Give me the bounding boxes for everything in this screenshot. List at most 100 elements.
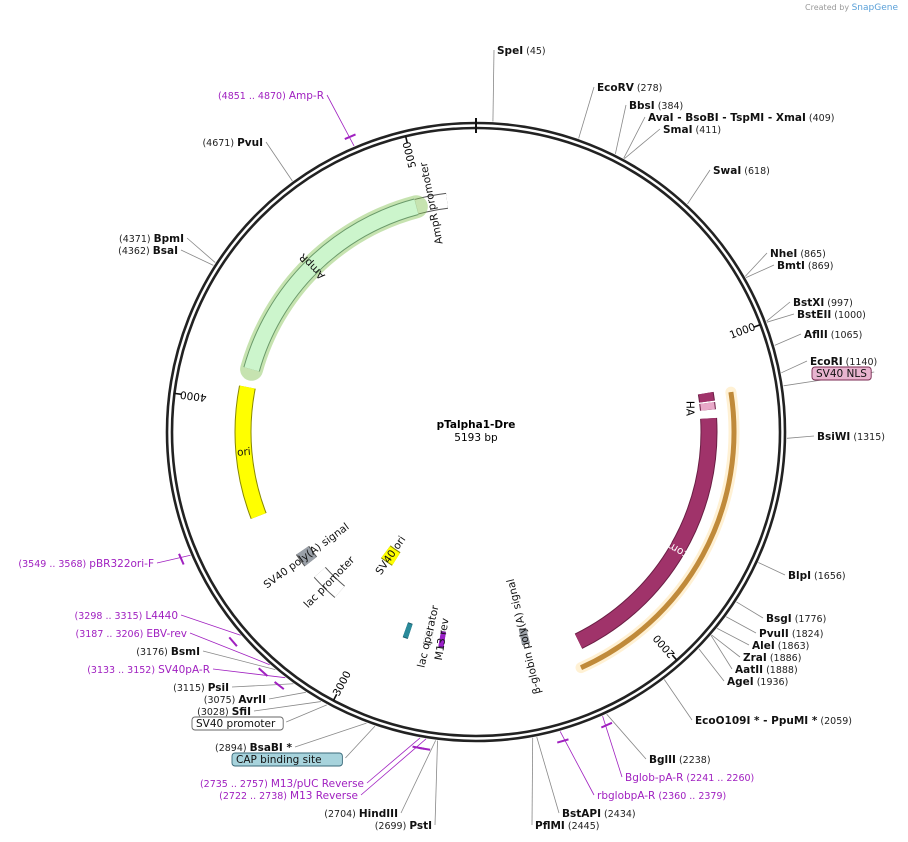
primer-amp-r-label: (4851 .. 4870) Amp-R xyxy=(218,90,324,102)
enzyme-bsabi-leader xyxy=(294,722,367,748)
enzyme-bsabi-label: (2894) BsaBI * xyxy=(215,742,293,754)
feature-ori xyxy=(235,385,266,519)
enzyme-psti-leader xyxy=(434,740,438,826)
enzyme-pflmi-label: PflMI (2445) xyxy=(535,820,599,832)
boxed-label-sv40-nls-box xyxy=(811,366,872,381)
tick-label-2000: 2000 xyxy=(651,632,678,660)
enzyme-ecorv-leader xyxy=(578,86,595,139)
enzyme-agei-label: AgeI (1936) xyxy=(727,676,788,688)
enzyme-bmti-label: BmtI (869) xyxy=(777,260,833,272)
enzyme-bbsi-leader xyxy=(614,104,627,155)
feature-sv40-ori xyxy=(381,546,400,565)
primer-pbr322ori-f-mark xyxy=(178,553,185,565)
enzyme-pflmi-leader xyxy=(531,737,534,826)
tick-4000 xyxy=(174,392,182,396)
enzyme-zrai-label: ZraI (1886) xyxy=(743,652,801,664)
enzyme-bsai-leader xyxy=(180,249,214,266)
primer-m13-reverse-leader xyxy=(360,738,427,796)
tick-3000 xyxy=(332,693,338,701)
tick-label-1000: 1000 xyxy=(728,321,757,342)
enzyme-bpmi-leader xyxy=(186,237,216,263)
feature-ha-label: HA xyxy=(684,401,696,417)
feature-ampr xyxy=(244,199,419,372)
boxed-label-cap-binding-site-leader xyxy=(345,725,376,759)
enzyme-avrii-label: (3075) AvrII xyxy=(204,694,266,706)
enzyme-hindiii-leader xyxy=(400,740,437,814)
enzyme-smai-label: SmaI (411) xyxy=(663,124,721,136)
enzyme-avai-bsobi-tspmi-xmai-label: AvaI - BsoBI - TspMI - XmaI (409) xyxy=(648,112,834,124)
enzyme-bglii-label: BglII (2238) xyxy=(649,754,711,766)
primer-l4440-leader xyxy=(180,614,241,636)
enzyme-bstxi-label: BstXI (997) xyxy=(793,297,853,309)
snapgene-credit: Created by SnapGene xyxy=(805,3,898,13)
primer-m13-puc-reverse-leader xyxy=(366,737,421,784)
enzyme-bsmi-leader xyxy=(202,650,276,671)
enzyme-blpi-label: BlpI (1656) xyxy=(788,570,846,582)
primer-amp-r-leader xyxy=(326,94,355,147)
boxed-label-cap-binding-site: CAP binding site xyxy=(236,754,322,766)
enzyme-pvuii-label: PvuII (1824) xyxy=(759,628,823,640)
primer-sv40pa-r-mark xyxy=(274,681,285,690)
feature-cap-binding-site xyxy=(403,623,413,639)
enzyme-psti-label: (2699) PstI xyxy=(375,820,432,832)
enzyme-spei-label: SpeI (45) xyxy=(497,45,546,57)
plasmid-backbone xyxy=(165,118,787,743)
feature-dre-recombinase xyxy=(575,417,717,648)
enzyme-psii-label: (3115) PsiI xyxy=(173,682,229,694)
enzyme-hindiii-label: (2704) HindIII xyxy=(324,808,398,820)
tick-label-5000: 5000 xyxy=(401,140,419,169)
enzyme-bbsi-label: BbsI (384) xyxy=(629,100,683,112)
enzyme-spei-leader xyxy=(492,49,495,122)
site-labels: SpeI (45) EcoRV (278) BbsI (384)AvaI - Bso… xyxy=(18,45,885,832)
enzyme-zrai-leader xyxy=(711,634,741,658)
feature-lac-operator xyxy=(423,628,434,645)
primer-m13-reverse-label: (2722 .. 2738) M13 Reverse xyxy=(219,790,358,802)
primer-amp-r-mark xyxy=(344,133,356,140)
leader-lines xyxy=(156,49,875,826)
snapgene-logo-text: SnapGene xyxy=(851,3,898,13)
primer-sv40pa-r-leader xyxy=(212,668,286,679)
feature-ampr-highlight xyxy=(240,195,428,381)
primer-m13-reverse-mark xyxy=(418,746,431,751)
primer-pbr322ori-f-leader xyxy=(156,554,191,564)
enzyme-alei-leader xyxy=(716,627,750,646)
feature-ampr-promoter xyxy=(414,193,448,214)
enzyme-aflii-leader xyxy=(774,333,802,346)
enzyme-ecorv-label: EcoRV (278) xyxy=(597,82,662,94)
boxed-label-sv40-nls: SV40 NLS xyxy=(816,368,867,380)
enzyme-pvui-label: (4671) PvuI xyxy=(202,137,263,149)
enzyme-bsiwi-label: BsiWI (1315) xyxy=(817,431,885,443)
boxed-label-sv40-promoter-box xyxy=(191,716,284,731)
feature-beta-globin-polya-label: β-globin poly(A) signal xyxy=(505,578,544,696)
feature-sv40-polya xyxy=(296,546,317,566)
feature-m13-rev xyxy=(438,631,446,647)
primer-rbglobpa-r-label: rbglobpA-R (2360 .. 2379) xyxy=(597,790,726,802)
tick-2000 xyxy=(671,654,678,661)
primer-ebv-rev-leader xyxy=(189,632,270,666)
enzyme-ecori-leader xyxy=(781,360,808,374)
enzyme-sfii-label: (3028) SfiI xyxy=(197,706,251,718)
primer-m13-puc-reverse-label: (2735 .. 2757) M13/pUC Reverse xyxy=(200,778,364,790)
primer-rbglobpa-r-mark xyxy=(556,738,569,744)
primer-ebv-rev-mark xyxy=(258,667,269,677)
enzyme-smai-leader xyxy=(624,128,661,159)
enzyme-bstxi-leader xyxy=(766,301,791,322)
feature-beta-globin-polya xyxy=(518,628,530,645)
enzyme-pvui-leader xyxy=(265,141,293,182)
enzyme-bsai-label: (4362) BsaI xyxy=(118,245,178,257)
tick-label-4000: 4000 xyxy=(179,388,207,403)
feature-sv40-nls xyxy=(698,392,714,403)
primer-rbglobpa-r-leader xyxy=(559,731,595,796)
enzyme-avai-bsobi-tspmi-xmai-leader xyxy=(623,116,646,159)
boxed-label-cap-binding-site-box xyxy=(231,752,343,767)
enzyme-alei-label: AleI (1863) xyxy=(752,640,809,652)
enzyme-bsmi-label: (3176) BsmI xyxy=(136,646,200,658)
enzyme-swai-leader xyxy=(687,169,711,205)
feature-ori-label: ori xyxy=(237,446,252,459)
tick-label-3000: 3000 xyxy=(331,669,354,698)
plasmid-name: pTalpha1-Dre xyxy=(437,419,516,431)
primer-l4440-mark xyxy=(228,636,238,647)
feature-ampr-outline xyxy=(243,198,419,372)
enzyme-aatii-leader xyxy=(710,635,733,670)
